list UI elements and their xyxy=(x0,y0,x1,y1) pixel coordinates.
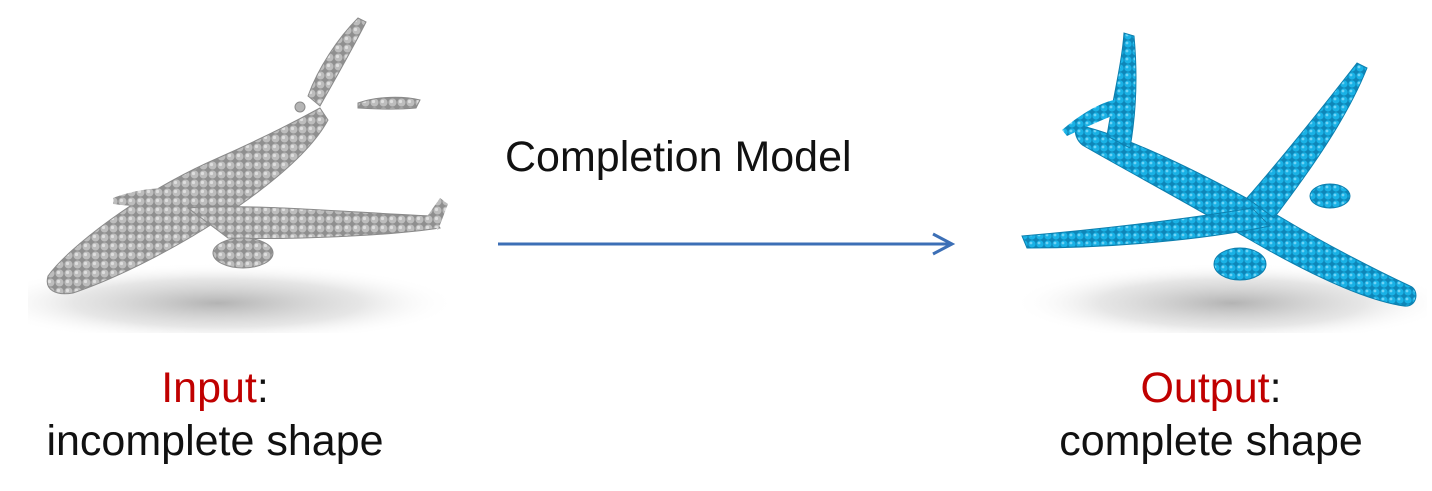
input-term: Input xyxy=(161,364,257,412)
output-caption: Output: complete shape xyxy=(990,362,1432,468)
output-description: complete shape xyxy=(1059,417,1363,465)
airplane-stabilizer xyxy=(357,96,421,110)
airplane-tail-fin xyxy=(1062,32,1137,149)
output-shape-panel xyxy=(1012,8,1427,333)
airplane-wing xyxy=(113,188,448,239)
airplane-engine xyxy=(1213,183,1351,281)
airplane-wing xyxy=(1021,62,1368,249)
input-description: incomplete shape xyxy=(46,417,384,465)
input-caption: Input: incomplete shape xyxy=(0,362,430,468)
complete-airplane-icon xyxy=(1012,32,1427,333)
right-arrow-icon xyxy=(498,232,956,256)
incomplete-airplane-icon xyxy=(28,17,458,333)
output-colon: : xyxy=(1269,364,1282,412)
airplane-engine xyxy=(212,237,274,269)
output-term: Output xyxy=(1140,364,1270,412)
input-colon: : xyxy=(256,364,269,412)
input-shape-panel xyxy=(28,8,468,333)
airplane-tail-fin xyxy=(294,17,367,113)
completion-model-label: Completion Model xyxy=(505,133,852,181)
